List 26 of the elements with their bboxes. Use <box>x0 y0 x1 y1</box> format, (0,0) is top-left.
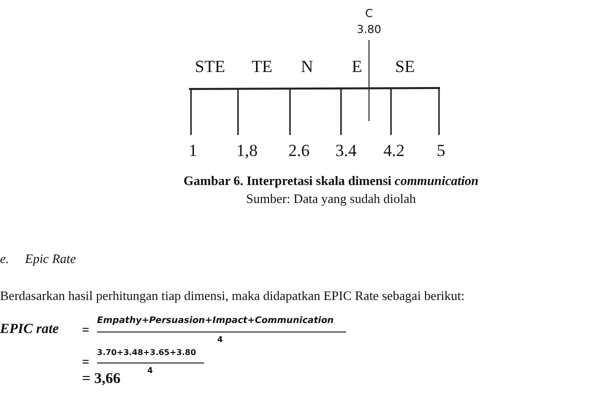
figure-caption: Gambar 6. Interpretasi skala dimensi communication <box>184 174 478 187</box>
section-heading: Epic Rate <box>25 252 76 265</box>
equals-sign: = <box>82 355 90 368</box>
formula-label: EPIC rate <box>0 323 59 337</box>
source-note: Sumber: Data yang sudah diolah <box>246 192 416 205</box>
tick-label: 1,8 <box>236 142 258 159</box>
scale-category: STE <box>194 58 226 75</box>
tick-label: 3.4 <box>335 142 357 159</box>
tick-label: 5 <box>436 142 446 159</box>
scale-marker-value: 3.80 <box>356 24 382 35</box>
scale-category: E <box>352 58 362 75</box>
formula-numerator: 3.70+3.48+3.65+3.80 <box>97 349 196 357</box>
formula-denominator: 4 <box>147 367 153 375</box>
scale-category: TE <box>252 58 272 75</box>
formula-result: = 3,66 <box>82 372 121 387</box>
formula-denominator: 4 <box>217 336 223 344</box>
paragraph: Berdasarkan hasil perhitungan tiap dimensi, maka didapatkan EPIC Rate sebagai berikut: <box>0 289 465 302</box>
list-marker: e. <box>0 252 10 265</box>
scale-marker-label: C <box>365 8 373 19</box>
tick-label: 1 <box>188 142 198 159</box>
tick-label: 4.2 <box>383 142 405 159</box>
tick-label: 2.6 <box>288 142 310 159</box>
scale-category: N <box>300 58 314 75</box>
formula-numerator: Empathy+Persuasion+Impact+Communication <box>97 317 334 326</box>
scale-category: SE <box>395 58 415 75</box>
equals-sign: = <box>82 323 90 336</box>
